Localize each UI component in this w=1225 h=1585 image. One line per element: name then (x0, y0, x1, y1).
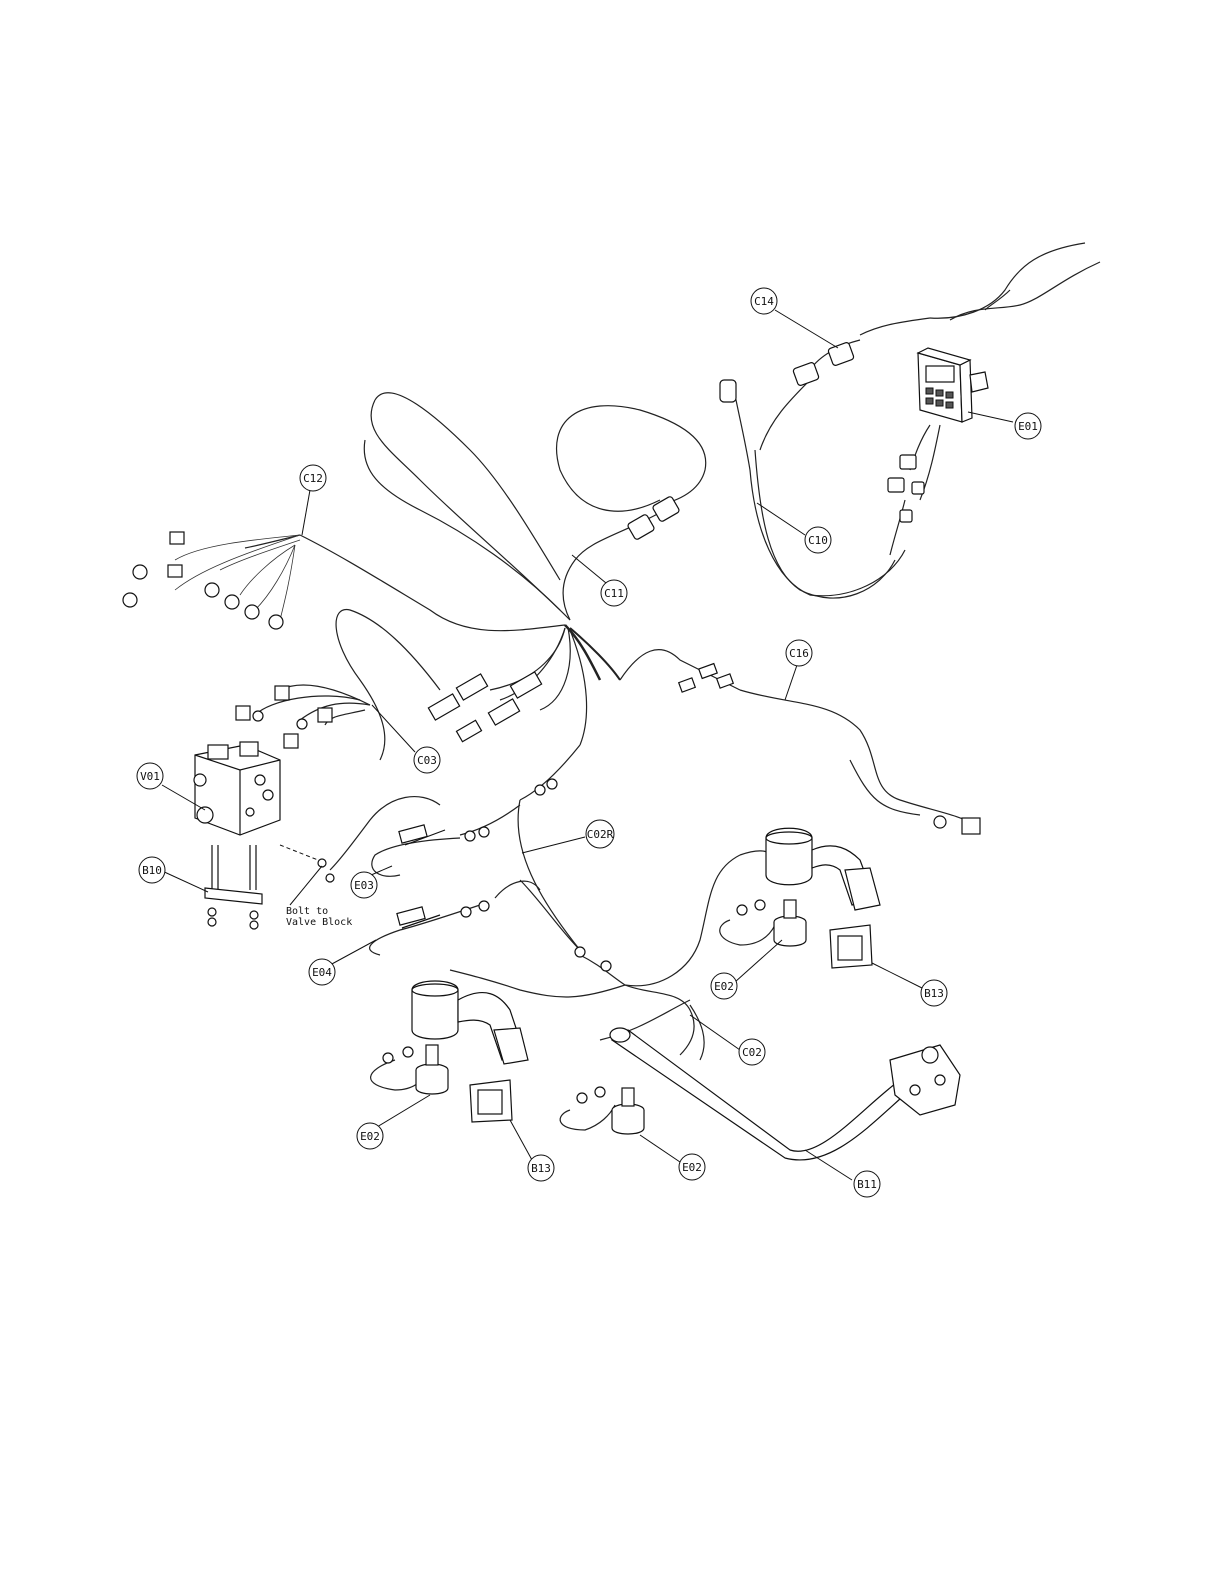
callout-e02-center: E02 (679, 1154, 705, 1180)
bolt-note-line1: Bolt to (286, 906, 328, 917)
callout-e02-left: E02 (357, 1123, 383, 1149)
control-box-e01 (918, 348, 988, 422)
callout-c10-label: C10 (808, 534, 828, 547)
callout-c12-label: C12 (303, 472, 323, 485)
callout-c14: C14 (751, 288, 777, 314)
callout-c10: C10 (805, 527, 831, 553)
callout-e02-left-label: E02 (360, 1130, 380, 1143)
callout-b10: B10 (139, 857, 165, 883)
callout-b11-label: B11 (857, 1178, 877, 1191)
sensor-e02-left (383, 1045, 448, 1094)
arm-assembly-right (766, 828, 880, 968)
sensor-e04 (397, 901, 489, 928)
callout-c03-label: C03 (417, 754, 437, 767)
callout-c03: C03 (414, 747, 440, 773)
callout-b11: B11 (854, 1171, 880, 1197)
connector-c12-plugs (123, 532, 283, 629)
connector-e01-leads (888, 455, 924, 522)
callout-e02-right: E02 (711, 973, 737, 999)
callout-e01: E01 (1015, 413, 1041, 439)
callout-c02-label: C02 (742, 1046, 762, 1059)
callout-c14-label: C14 (754, 295, 774, 308)
callout-e02-right-label: E02 (714, 980, 734, 993)
sensor-e02-right (737, 900, 806, 946)
tube-arm-b11 (610, 1028, 960, 1160)
callout-e04-label: E04 (312, 966, 332, 979)
callout-b13-right-label: B13 (924, 987, 944, 1000)
callout-c02r: C02R (586, 820, 614, 848)
bolt-note: Bolt to Valve Block (286, 906, 352, 928)
sensor-e02-center (577, 1087, 644, 1134)
callout-e02-center-label: E02 (682, 1161, 702, 1174)
callout-c02r-label: C02R (587, 828, 614, 841)
callout-c16: C16 (786, 640, 812, 666)
callout-e04: E04 (309, 959, 335, 985)
bracket-b10 (205, 845, 262, 929)
callout-b13-left: B13 (528, 1155, 554, 1181)
callout-c02: C02 (739, 1039, 765, 1065)
callout-c11: C11 (601, 580, 627, 606)
connector-c03-plugs (236, 686, 332, 748)
valve-block-v01 (194, 742, 280, 835)
callout-v01: V01 (137, 763, 163, 789)
callout-b13-right: B13 (921, 980, 947, 1006)
connector-hub-blocks (428, 664, 733, 742)
callout-e03-label: E03 (354, 879, 374, 892)
valve-bolt (280, 845, 334, 882)
callout-c12: C12 (300, 465, 326, 491)
callout-v01-label: V01 (140, 770, 160, 783)
callout-c16-label: C16 (789, 647, 809, 660)
callout-c11-label: C11 (604, 587, 624, 600)
bolt-note-line2: Valve Block (286, 917, 352, 928)
connector-c16-plug (934, 816, 980, 834)
callout-b13-left-label: B13 (531, 1162, 551, 1175)
callout-e03: E03 (351, 872, 377, 898)
connector-c14 (720, 342, 854, 402)
sensor-e03 (399, 825, 489, 845)
callout-b10-label: B10 (142, 864, 162, 877)
callout-e01-label: E01 (1018, 420, 1038, 433)
